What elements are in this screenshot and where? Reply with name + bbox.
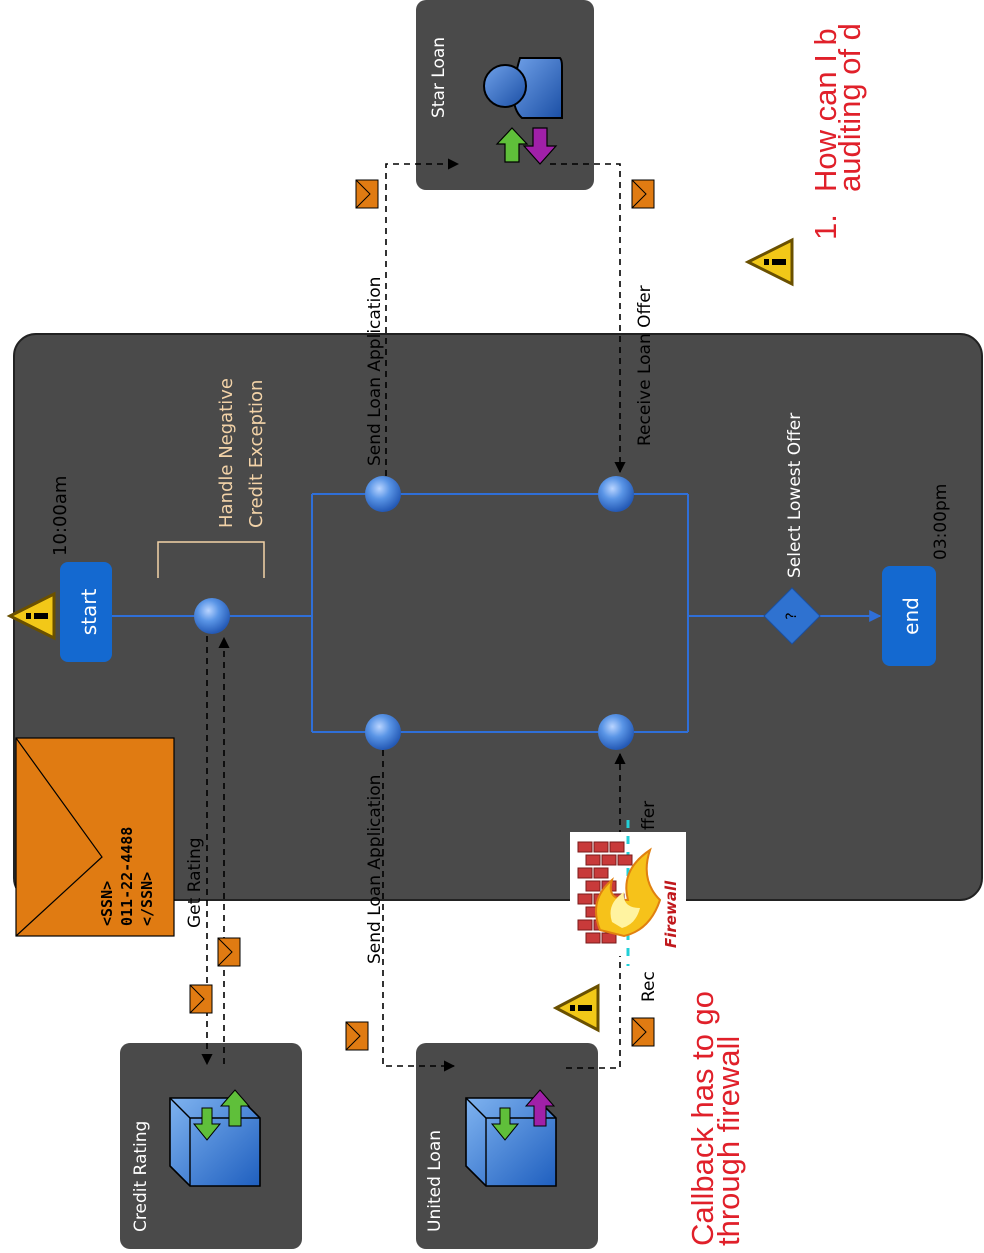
start-node[interactable]: start [60, 562, 112, 662]
callback-annotation-line1: Callback has to go [685, 991, 720, 1246]
united-loan-label: United Loan [425, 1130, 445, 1232]
start-label: start [77, 589, 101, 636]
receive-loan-offer-label: Receive Loan Offer [635, 285, 655, 446]
send-loan-application-bottom-label: Send Loan Application [365, 775, 385, 964]
handle-exception-node[interactable] [194, 598, 230, 634]
end-node[interactable]: end [882, 566, 936, 666]
receive-offer-partial-left: Rec [639, 971, 659, 1002]
warning-triangle-icon [744, 237, 794, 287]
handle-exception-line2: Credit Exception [246, 380, 267, 528]
ssn-close-tag: </SSN> [138, 872, 156, 926]
receive-star-loan-node[interactable] [598, 476, 634, 512]
ssn-value: 011-22-4488 [118, 827, 136, 926]
envelope-icon [631, 179, 655, 209]
firewall-label: Firewall [662, 880, 680, 948]
envelope-icon [189, 984, 213, 1014]
receive-offer-partial-right: ffer [639, 801, 659, 830]
person-icon [483, 57, 563, 119]
service-box-icon [465, 1089, 557, 1187]
up-arrow-icon [495, 127, 529, 163]
warning-triangle-icon [6, 591, 56, 641]
get-rating-label: Get Rating [185, 837, 205, 928]
select-lowest-offer-label: Select Lowest Offer [785, 413, 805, 578]
credit-rating-label: Credit Rating [131, 1121, 151, 1232]
ssn-message-envelope[interactable]: <SSN> 011-22-4488 </SSN> [15, 737, 175, 937]
warning-triangle-icon [552, 983, 600, 1033]
ssn-open-tag: <SSN> [98, 881, 116, 926]
envelope-icon [631, 1017, 655, 1047]
receive-united-loan-node[interactable] [598, 714, 634, 750]
envelope-icon [355, 179, 379, 209]
decision-node[interactable]: ? [763, 587, 821, 645]
question-line1: How can I b [808, 28, 843, 192]
callback-annotation-line2: through firewall [711, 1036, 746, 1246]
envelope-icon [345, 1021, 369, 1051]
send-loan-application-top-label: Send Loan Application [365, 277, 385, 466]
question-number: 1. [808, 214, 843, 240]
end-time: 03:00pm [931, 484, 951, 560]
end-label: end [899, 597, 923, 635]
question-line2: auditing of d [832, 23, 867, 192]
decision-symbol: ? [784, 612, 800, 619]
service-box-icon [169, 1089, 261, 1187]
star-loan-label: Star Loan [429, 37, 449, 118]
envelope-icon [217, 937, 241, 967]
send-united-loan-node[interactable] [365, 714, 401, 750]
start-time: 10:00am [50, 476, 71, 556]
handle-exception-line1: Handle Negative [216, 378, 237, 528]
send-star-loan-node[interactable] [365, 476, 401, 512]
down-arrow-icon [522, 127, 558, 165]
exception-scope-bracket [157, 541, 265, 578]
firewall-icon: Firewall [570, 820, 686, 966]
